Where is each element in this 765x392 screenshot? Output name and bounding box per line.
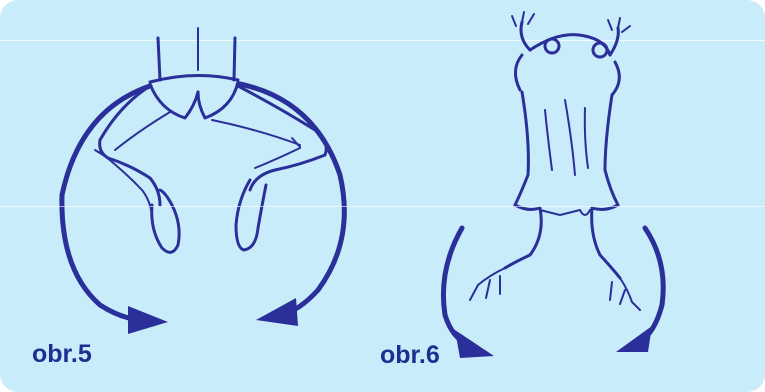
arrowhead-icon — [256, 298, 298, 326]
figure-6-caption: obr.6 — [380, 341, 440, 370]
arrowhead-icon — [455, 330, 494, 358]
human-legs-figure — [95, 28, 326, 252]
frog-figure — [470, 12, 640, 310]
frog-right-arc-arrow — [616, 228, 663, 352]
arrowhead-icon — [616, 326, 652, 352]
figure-5-caption: obr.5 — [32, 340, 92, 369]
arrowhead-icon — [128, 306, 168, 334]
right-arc-arrow — [240, 84, 344, 326]
